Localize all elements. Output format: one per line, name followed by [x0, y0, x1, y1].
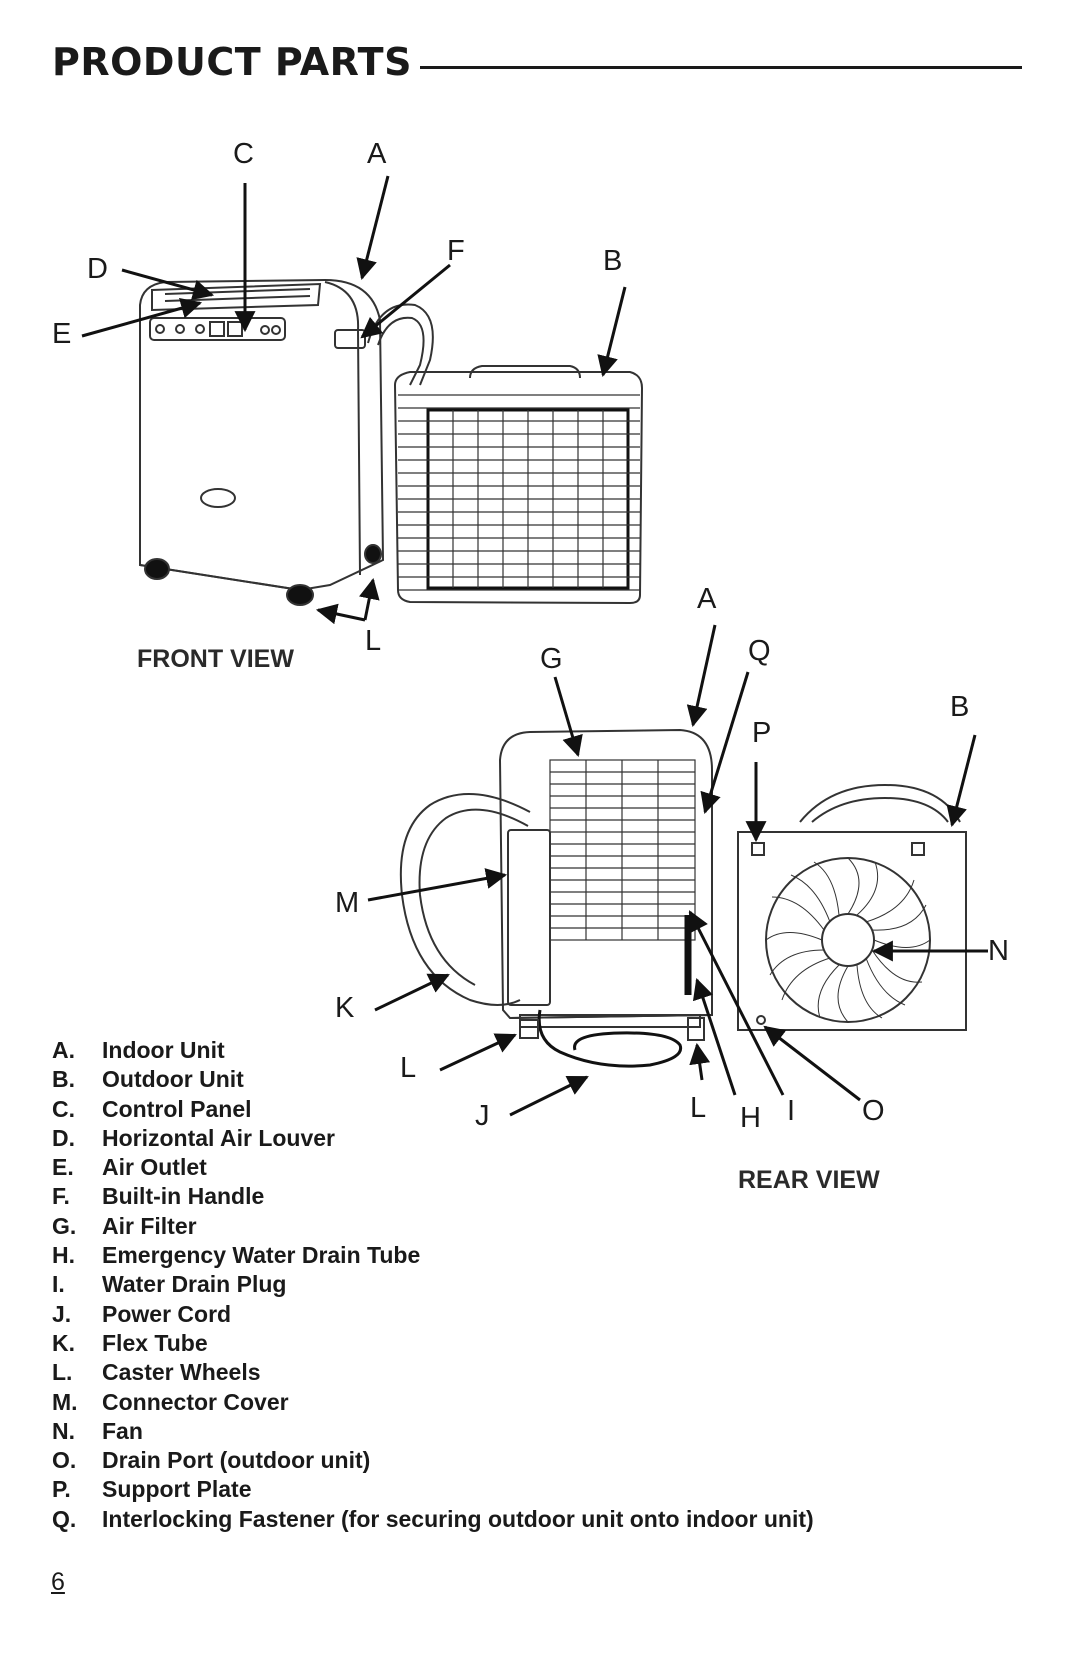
built-in-handle-front [334, 329, 366, 349]
parts-list-item: B.Outdoor Unit [52, 1066, 244, 1093]
page-title: PRODUCT PARTS [52, 40, 412, 84]
parts-list-item: P.Support Plate [52, 1476, 252, 1503]
fan-housing [765, 857, 931, 1023]
callout-b: B [603, 245, 622, 277]
parts-list-item: N.Fan [52, 1417, 143, 1444]
parts-list-item: E.Air Outlet [52, 1154, 207, 1181]
callout-d: D [87, 253, 108, 285]
callout-l-right: L [690, 1092, 706, 1124]
parts-list-item: F.Built-in Handle [52, 1183, 265, 1210]
rear-view-illustration [399, 728, 967, 1068]
callout-a-rear: A [697, 583, 717, 615]
parts-list-item: D.Horizontal Air Louver [52, 1124, 335, 1151]
caster-wheel [286, 584, 314, 606]
parts-list-item: G.Air Filter [52, 1212, 197, 1239]
callout-m: M [335, 887, 359, 919]
front-view-arrows [81, 175, 627, 625]
callout-o: O [862, 1095, 885, 1127]
connector-cover [507, 829, 551, 1006]
parts-list: A.Indoor Unit B.Outdoor Unit C.Control P… [52, 1036, 814, 1534]
outdoor-unit-front [393, 371, 644, 605]
parts-list-item: H.Emergency Water Drain Tube [52, 1242, 421, 1269]
parts-list-item: C.Control Panel [52, 1095, 252, 1122]
caster-wheel [144, 558, 170, 580]
parts-list-item: Q.Interlocking Fastener (for securing ou… [52, 1505, 814, 1532]
outdoor-grille-front [398, 394, 640, 591]
front-view-illustration [139, 278, 644, 606]
indoor-unit-rear [498, 728, 713, 1020]
callout-l: L [365, 625, 381, 657]
callout-c: C [233, 138, 254, 170]
callout-f: F [447, 235, 465, 267]
page-number: 6 [51, 1568, 65, 1596]
rear-view-label: REAR VIEW [738, 1166, 880, 1194]
parts-list-item: L.Caster Wheels [52, 1359, 261, 1386]
power-cord [537, 1009, 683, 1068]
callout-a: A [367, 138, 387, 170]
callout-q: Q [748, 635, 771, 667]
air-louver [151, 282, 322, 312]
drain-port [756, 1015, 766, 1025]
callout-h: H [740, 1102, 761, 1134]
callout-k: K [335, 992, 355, 1024]
air-filter-grid [549, 759, 696, 941]
parts-list-item: M.Connector Cover [52, 1388, 289, 1415]
callout-e: E [52, 318, 71, 350]
outdoor-unit-rear [737, 831, 967, 1031]
parts-list-item: I.Water Drain Plug [52, 1271, 287, 1298]
callout-j: J [475, 1100, 490, 1132]
parts-list-item: K.Flex Tube [52, 1329, 208, 1356]
parts-list-item: J.Power Cord [52, 1300, 232, 1327]
title-rule [420, 66, 1022, 69]
parts-list-item: O.Drain Port (outdoor unit) [52, 1447, 371, 1474]
caster-wheel [364, 544, 382, 564]
callout-b-rear: B [950, 691, 969, 723]
control-panel-strip [149, 317, 286, 341]
callout-p: P [752, 717, 771, 749]
callout-l-left: L [400, 1052, 416, 1084]
indoor-unit-front [139, 278, 385, 592]
caster-wheel-rear [519, 1019, 539, 1039]
callout-g: G [540, 643, 563, 675]
front-view-label: FRONT VIEW [137, 645, 294, 673]
callout-n: N [988, 935, 1009, 967]
callout-i: I [787, 1095, 795, 1127]
parts-list-item: A.Indoor Unit [52, 1037, 225, 1063]
rear-view-arrows [367, 624, 988, 1117]
caster-wheel-rear [687, 1017, 705, 1041]
